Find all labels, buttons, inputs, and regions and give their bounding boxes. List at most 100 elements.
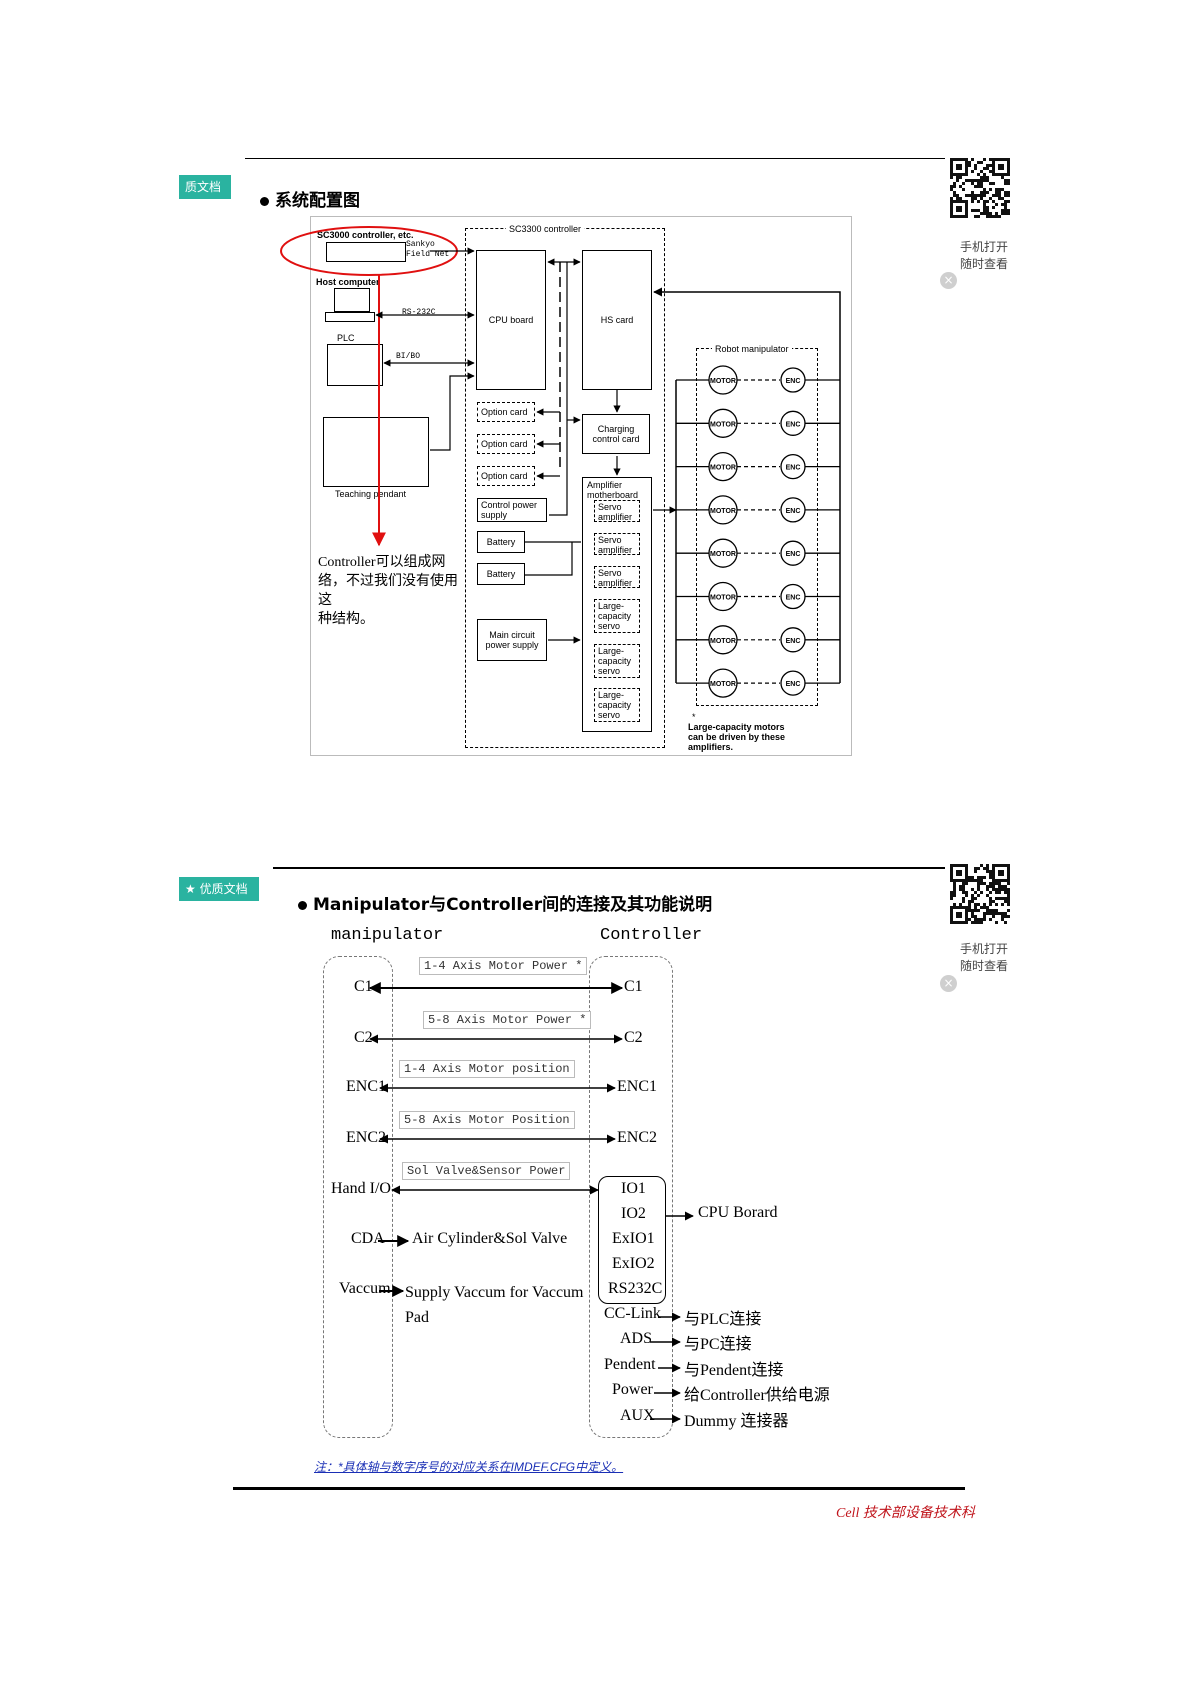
qr-module bbox=[1004, 200, 1007, 203]
qr-module bbox=[1007, 167, 1010, 170]
qr-module bbox=[1007, 194, 1010, 197]
qr-module bbox=[986, 200, 989, 203]
qr-module bbox=[998, 897, 1001, 900]
qr-module bbox=[965, 167, 968, 170]
qr-module bbox=[956, 167, 959, 170]
qr-module bbox=[950, 921, 953, 924]
qr-module bbox=[1004, 912, 1007, 915]
controller-column-frame bbox=[589, 956, 673, 1438]
qr-module bbox=[977, 888, 980, 891]
qr-module bbox=[989, 900, 992, 903]
qr-module bbox=[1001, 212, 1004, 215]
qr-module bbox=[968, 918, 971, 921]
qr-module bbox=[965, 212, 968, 215]
qr-module bbox=[980, 891, 983, 894]
qr-module bbox=[956, 164, 959, 167]
qr-module bbox=[965, 918, 968, 921]
qr-module bbox=[998, 888, 1001, 891]
qr-module bbox=[995, 921, 998, 924]
option-card-1-label: Option card bbox=[481, 407, 528, 417]
qr-module bbox=[998, 164, 1001, 167]
page1-heading-text: 系统配置图 bbox=[275, 191, 360, 211]
qr-module bbox=[965, 164, 968, 167]
wire-label-c2: 5-8 Axis Motor Power * bbox=[423, 1011, 592, 1029]
qr-module bbox=[950, 185, 953, 188]
cpu-board-target: CPU Borard bbox=[698, 1204, 778, 1221]
qr-module bbox=[971, 876, 974, 879]
qr-module bbox=[980, 176, 983, 179]
vaccum-target: Supply Vaccum for Vaccum Pad bbox=[405, 1280, 583, 1330]
qr-module bbox=[959, 206, 962, 209]
qr-module bbox=[992, 867, 995, 870]
qr-module bbox=[989, 882, 992, 885]
qr-module bbox=[950, 876, 953, 879]
port-pendent: Pendent bbox=[604, 1356, 656, 1373]
qr-module bbox=[971, 197, 974, 200]
robot-manipulator-label: Robot manipulator bbox=[712, 344, 792, 354]
qr-module bbox=[992, 200, 995, 203]
qr-module bbox=[1001, 873, 1004, 876]
wire-label-enc1: 1-4 Axis Motor position bbox=[399, 1060, 575, 1078]
qr-module bbox=[950, 167, 953, 170]
qr-module bbox=[986, 179, 989, 182]
qr-module bbox=[983, 209, 986, 212]
qr-module bbox=[1007, 915, 1010, 918]
qr-module bbox=[1007, 864, 1010, 867]
rs232c-label: RS-232C bbox=[402, 308, 436, 317]
qr-module bbox=[974, 215, 977, 218]
qr-module bbox=[980, 182, 983, 185]
qr-module bbox=[1004, 194, 1007, 197]
qr-module bbox=[980, 212, 983, 215]
amp1-l1: Servo bbox=[598, 502, 622, 512]
qr-module bbox=[1007, 170, 1010, 173]
qr-module bbox=[1001, 864, 1004, 867]
qr-module bbox=[971, 179, 974, 182]
sc3000-label: SC3000 controller, etc. bbox=[317, 230, 414, 240]
qr-module bbox=[983, 206, 986, 209]
qr-module bbox=[950, 909, 953, 912]
amplifier-3: Servo amplifier bbox=[594, 566, 640, 588]
qr-module bbox=[1004, 212, 1007, 215]
qr-module bbox=[977, 921, 980, 924]
qr-module bbox=[992, 215, 995, 218]
qr-module bbox=[959, 197, 962, 200]
qr-module bbox=[950, 176, 953, 179]
qr-module bbox=[950, 918, 953, 921]
port-aux-desc: Dummy 连接器 bbox=[684, 1413, 789, 1430]
vaccum-target-line2: Pad bbox=[405, 1309, 429, 1326]
qr-module bbox=[965, 209, 968, 212]
qr-module bbox=[956, 921, 959, 924]
qr-module bbox=[971, 900, 974, 903]
qr-module bbox=[959, 873, 962, 876]
qr-module bbox=[959, 209, 962, 212]
page2-qr-code-icon[interactable] bbox=[950, 864, 1010, 940]
qr-module bbox=[974, 891, 977, 894]
qr-module bbox=[953, 173, 956, 176]
page2-qr-close-icon[interactable]: × bbox=[940, 975, 957, 992]
cn-note-line1: Controller可以组成网 bbox=[318, 555, 446, 570]
qr-module bbox=[974, 879, 977, 882]
qr-module bbox=[950, 209, 953, 212]
wire-label-hand-io: Sol Valve&Sensor Power bbox=[402, 1162, 571, 1180]
qr-module bbox=[1001, 885, 1004, 888]
qr-module bbox=[977, 882, 980, 885]
qr-module bbox=[956, 158, 959, 161]
qr-module bbox=[995, 888, 998, 891]
page1-qr-close-icon[interactable]: × bbox=[940, 272, 957, 289]
qr-module bbox=[998, 885, 1001, 888]
qr-module bbox=[1007, 870, 1010, 873]
amp5-l2: capacity bbox=[598, 656, 632, 666]
qr-module bbox=[953, 215, 956, 218]
qr-module bbox=[986, 894, 989, 897]
amp-mb-line1: Amplifier bbox=[587, 480, 623, 490]
qr-module bbox=[989, 891, 992, 894]
qr-module bbox=[986, 209, 989, 212]
qr-module bbox=[1007, 164, 1010, 167]
qr-module bbox=[989, 876, 992, 879]
qr-module bbox=[986, 912, 989, 915]
page1-qr-code-icon[interactable] bbox=[950, 158, 1010, 234]
qr-module bbox=[1001, 915, 1004, 918]
qr-module bbox=[959, 164, 962, 167]
qr-module bbox=[950, 164, 953, 167]
qr-module bbox=[986, 164, 989, 167]
